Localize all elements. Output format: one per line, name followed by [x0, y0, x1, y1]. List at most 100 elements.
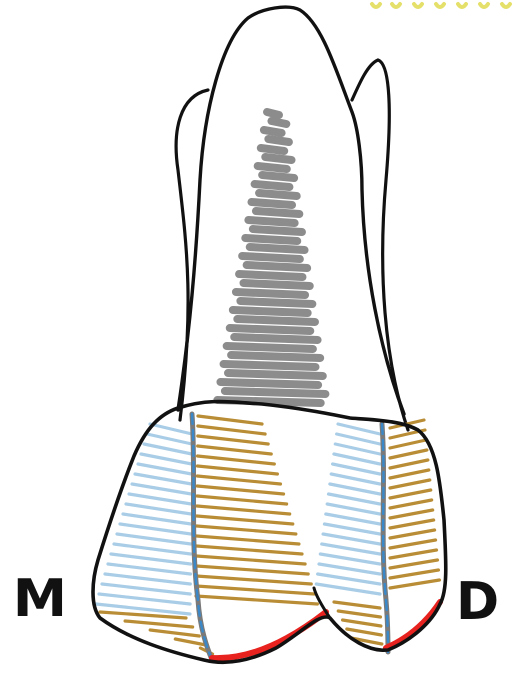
gold-hatch-stroke [197, 526, 296, 534]
blue-hatch-stroke [129, 494, 191, 504]
canal-stroke [267, 112, 279, 115]
blue-hatch-stroke [328, 494, 380, 504]
canal-stroke [239, 274, 302, 277]
canal-stroke [237, 319, 315, 322]
blue-hatch-stroke [337, 434, 380, 444]
blue-hatch-stroke [330, 484, 380, 494]
blue-hatch-stroke [320, 554, 380, 564]
canal-stroke [220, 382, 318, 385]
blue-hatch-stroke [108, 564, 190, 574]
gold-hatch-stroke [198, 436, 268, 444]
gold-hatch-stroke [198, 416, 262, 424]
blue-hatch-stroke [114, 544, 191, 554]
blue-hatch-stroke [117, 534, 191, 544]
blue-hatch-stroke [111, 554, 191, 564]
blue-hatch-stroke [126, 504, 191, 514]
canal-stroke [250, 247, 305, 250]
blue-hatch-stroke [132, 484, 191, 494]
gold-hatch-stroke [197, 486, 283, 494]
canal-stroke [236, 292, 305, 295]
canal-stroke [225, 391, 326, 394]
crown-hatching [96, 414, 439, 660]
gold-hatch-stroke [196, 586, 314, 594]
gold-hatch-stroke [196, 556, 305, 564]
canal-stroke [268, 139, 289, 142]
canal-stroke [258, 166, 287, 169]
gold-hatch-stroke [390, 480, 430, 488]
gold-hatch-stroke [150, 630, 199, 636]
gold-hatch-stroke [196, 596, 317, 604]
gold-hatch-stroke [197, 496, 286, 504]
canal-stroke [262, 175, 294, 178]
gold-hatch-stroke [390, 560, 437, 568]
canal-stroke [228, 373, 323, 376]
gold-hatch-stroke [198, 456, 275, 464]
gold-hatch-stroke [390, 440, 426, 448]
blue-hatch-stroke [144, 444, 192, 454]
blue-hatch-stroke [102, 584, 190, 594]
blue-hatch-stroke [326, 514, 380, 524]
canal-stroke [265, 157, 291, 160]
corner-mark [372, 4, 510, 7]
gold-hatch-stroke [390, 500, 432, 508]
blue-hatch-stroke [318, 574, 380, 584]
canal-stroke [242, 256, 300, 259]
gold-hatch-stroke [197, 466, 277, 474]
gold-hatch-stroke [125, 621, 193, 627]
canal-stroke [259, 193, 297, 196]
gold-hatch-stroke [196, 566, 308, 574]
blue-hatch-stroke [327, 504, 380, 514]
canal-stroke [230, 328, 311, 331]
gold-hatch-stroke [390, 470, 429, 478]
canal-stroke [253, 229, 302, 232]
gold-hatch-stroke [390, 570, 438, 578]
canal-stroke [261, 148, 284, 151]
canal-stroke [245, 238, 297, 241]
gold-hatch-stroke [197, 476, 280, 484]
blue-hatch-stroke [319, 564, 380, 574]
canal-stroke [234, 337, 317, 340]
distal-red-edge [386, 602, 440, 648]
blue-hatch-stroke [138, 464, 192, 474]
canal-stroke [271, 121, 286, 124]
canal-stroke [231, 355, 320, 358]
blue-hatch-stroke [334, 454, 380, 464]
canal-stroke [264, 130, 282, 133]
gold-hatch-stroke [390, 460, 428, 468]
blue-hatch-stroke [141, 454, 192, 464]
canal-stroke [224, 364, 316, 367]
blue-hatch-stroke [99, 594, 190, 604]
blue-hatch-stroke [323, 534, 380, 544]
blue-hatch-stroke [322, 544, 380, 554]
gold-hatch-stroke [196, 576, 311, 584]
blue-hatch-stroke [331, 474, 380, 484]
gold-hatch-stroke [197, 546, 302, 554]
blue-hatch-stroke [333, 464, 380, 474]
gold-hatch-stroke [390, 520, 434, 528]
canal-stroke [255, 184, 290, 187]
canal-stroke [227, 346, 313, 349]
distal-root-outline [352, 60, 408, 430]
blue-hatch-stroke [316, 584, 380, 594]
gold-hatch-stroke [198, 446, 272, 454]
canal-stroke [248, 220, 294, 223]
gold-hatch-stroke [197, 506, 290, 514]
gold-hatch-stroke [390, 550, 437, 558]
mesial-label: M [13, 573, 67, 625]
root-canal-shading [217, 112, 325, 403]
blue-hatch-stroke [105, 574, 190, 584]
canal-stroke [251, 202, 292, 205]
blue-hatch-stroke [150, 424, 192, 434]
blue-hatch-stroke [135, 474, 191, 484]
blue-hatch-stroke [147, 434, 192, 444]
gold-hatch-stroke [197, 516, 293, 524]
gold-hatch-stroke [390, 490, 431, 498]
gold-hatch-stroke [347, 629, 382, 635]
blue-hatch-stroke [324, 524, 380, 534]
gold-hatch-stroke [334, 602, 380, 608]
gold-hatch-stroke [390, 530, 435, 538]
gold-hatch-stroke [343, 620, 381, 626]
gold-hatch-stroke [390, 540, 436, 548]
gold-hatch-stroke [198, 426, 265, 434]
